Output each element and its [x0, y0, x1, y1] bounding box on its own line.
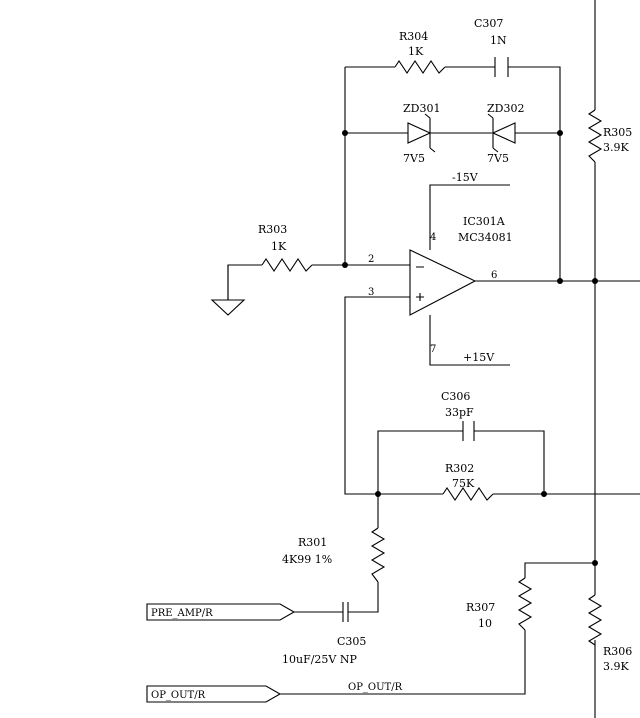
ic301a-value: MC34081: [458, 231, 513, 244]
opamp-ic301a: IC301A MC34081 2 3 6 4 7 -15V +15V: [368, 171, 513, 364]
r304-value: 1K: [408, 45, 424, 58]
port-op-out: OP_OUT/R: [146, 685, 282, 703]
zd301-ref: ZD301: [403, 102, 440, 115]
zd302-value: 7V5: [487, 152, 509, 165]
junction-dot: [342, 130, 348, 136]
pin-2-label: 2: [368, 254, 374, 265]
r302-ref: R302: [445, 462, 474, 475]
r307-value: 10: [478, 617, 492, 630]
r302-value: 75K: [452, 477, 475, 490]
pin-4-label: 4: [430, 232, 436, 243]
junction-dot: [592, 278, 598, 284]
junction-dot: [342, 262, 348, 268]
zd301-value: 7V5: [403, 152, 425, 165]
resistor-r307: R307 10: [466, 577, 533, 631]
r304-ref: R304: [399, 30, 428, 43]
resistor-r305: R305 3.9K: [587, 109, 632, 163]
r301-ref: R301: [298, 536, 327, 549]
junction-dot: [592, 560, 598, 566]
c307-ref: C307: [474, 17, 503, 30]
c305-ref: C305: [337, 635, 366, 648]
pin-3-label: 3: [368, 287, 374, 298]
r307-ref: R307: [466, 601, 495, 614]
c307-value: 1N: [490, 34, 507, 47]
junction-dot: [557, 278, 563, 284]
zd302-ref: ZD302: [487, 102, 524, 115]
r305-value: 3.9K: [603, 141, 629, 154]
c306-ref: C306: [441, 390, 470, 403]
op-out-label: OP_OUT/R: [151, 690, 206, 701]
junction-dots: [342, 130, 598, 566]
resistor-r302: R302 75K: [442, 462, 494, 501]
resistor-r303: R303 1K: [258, 223, 313, 272]
r301-value: 4K99 1%: [282, 553, 332, 566]
zener-zd301: ZD301 7V5: [403, 102, 440, 165]
zener-zd302: ZD302 7V5: [487, 102, 524, 165]
capacitor-c306: C306 33pF: [441, 390, 475, 441]
resistor-r306: R306 3.9K: [587, 594, 632, 673]
junction-dot: [557, 130, 563, 136]
pin-7-label: 7: [430, 344, 436, 355]
capacitor-c305: C305 10uF/25V NP: [282, 602, 366, 666]
capacitor-c307: C307 1N: [474, 17, 509, 77]
c305-value: 10uF/25V NP: [282, 653, 357, 666]
r305-ref: R305: [603, 126, 632, 139]
c306-value: 33pF: [445, 406, 474, 419]
resistor-r304: R304 1K: [394, 30, 446, 74]
r306-value: 3.9K: [603, 660, 629, 673]
junction-dot: [541, 491, 547, 497]
pre-amp-label: PRE_AMP/R: [151, 608, 213, 619]
resistor-r301: R301 4K99 1%: [282, 527, 386, 583]
r303-value: 1K: [271, 240, 287, 253]
op-out-net-label: OP_OUT/R: [348, 682, 403, 693]
r303-ref: R303: [258, 223, 287, 236]
r306-ref: R306: [603, 645, 632, 658]
ground-icon: [210, 265, 246, 316]
port-pre-amp: PRE_AMP/R: [146, 603, 296, 621]
supply-neg-label: -15V: [452, 171, 479, 184]
junction-dot: [375, 491, 381, 497]
pin-6-label: 6: [491, 270, 497, 281]
supply-pos-label: +15V: [463, 351, 495, 364]
ic301a-ref: IC301A: [463, 215, 506, 228]
